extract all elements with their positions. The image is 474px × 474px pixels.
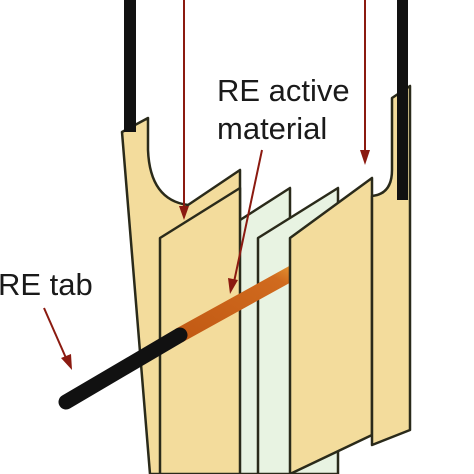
arrow-left-electrode [179, 0, 189, 220]
label-re-active-line2: material [217, 111, 327, 146]
arrow-re-active-material [228, 149, 263, 294]
label-re-tab: RE tab [0, 267, 93, 302]
re-tab-wire [58, 327, 188, 410]
label-re-active-line1: RE active [217, 73, 350, 108]
left-frame-post [124, 0, 136, 132]
arrow-right-electrode [360, 0, 370, 165]
right-frame-post [397, 0, 408, 200]
arrow-re-tab [43, 307, 72, 370]
